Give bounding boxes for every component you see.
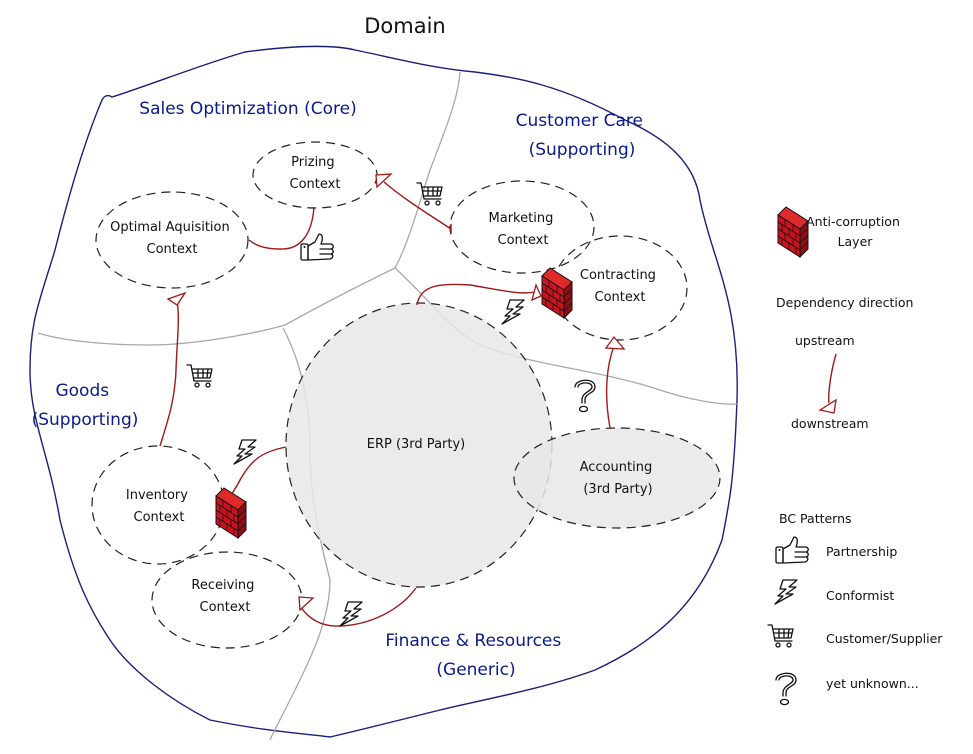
arrowhead-contracting-acl [531, 283, 542, 302]
context-label-marketing: Marketing Context [489, 211, 558, 248]
context-label-receiving: Receiving Context [191, 578, 258, 615]
legend-pattern-yet-unknown: yet unknown... [826, 676, 919, 691]
context-label-accounting: Accounting (3rd Party) [580, 460, 657, 497]
legend-downstream-label: downstream [791, 416, 869, 431]
legend-upstream-label: upstream [795, 333, 855, 348]
legend: Anti-corruption Layer Dependency directi… [767, 206, 943, 706]
lightning-icon [774, 579, 798, 605]
dependency-accounting-contracting [605, 345, 615, 429]
context-label-contracting: Contracting Context [580, 268, 660, 305]
dependency-erp-contracting [416, 283, 536, 306]
context-contracting[interactable] [552, 235, 688, 341]
context-prizing[interactable] [252, 141, 378, 209]
lightning-icon [233, 439, 257, 465]
lightning-icon [339, 601, 363, 627]
legend-pattern-customer-supplier: Customer/Supplier [826, 631, 943, 646]
subdomain-label-goods: Goods (Supporting) [32, 381, 139, 430]
subdomain-label-finance: Finance & Resources (Generic) [385, 631, 566, 680]
lightning-icon [501, 299, 525, 325]
subdomain-label-sales: Sales Optimization (Core) [139, 99, 356, 119]
context-label-prizing: Prizing Context [290, 155, 341, 192]
anti-corruption-layer-icon [215, 487, 247, 539]
dependency-prizing-optimal-aquisition [248, 206, 315, 250]
legend-pattern-partnership: Partnership [826, 544, 897, 559]
legend-acl-label: Anti-corruption Layer [806, 214, 904, 249]
question-mark-icon [574, 379, 596, 413]
shopping-cart-icon [767, 624, 794, 648]
arrowhead-prizing [375, 173, 393, 189]
legend-arrowhead [818, 398, 837, 414]
legend-patterns-title: BC Patterns [779, 511, 852, 526]
legend-dependency-title: Dependency direction [776, 295, 913, 310]
context-label-optimal-aquisition: Optimal Aquisition Context [110, 220, 234, 257]
thumbs-up-icon [775, 536, 809, 564]
legend-dependency-arrow [828, 353, 837, 404]
arrowhead-receiving [298, 596, 315, 612]
context-label-erp: ERP (3rd Party) [367, 437, 466, 452]
context-marketing[interactable] [449, 180, 595, 274]
subdomain-divider-sales-goods [37, 267, 396, 346]
arrowhead-optimal-aquisition [166, 291, 187, 306]
context-label-inventory: Inventory Context [126, 488, 192, 525]
legend-pattern-conformist: Conformist [826, 588, 894, 603]
arrowhead-contracting [604, 335, 626, 350]
subdomain-label-customer-care: Customer Care (Supporting) [516, 111, 649, 160]
subdomain-divider-sales-customercare [394, 71, 461, 269]
question-mark-icon [775, 672, 797, 706]
context-inventory[interactable] [91, 445, 225, 565]
shopping-cart-icon [186, 364, 213, 388]
domain-boundary [29, 45, 738, 738]
dependency-erp-receiving [299, 587, 417, 627]
shopping-cart-icon [416, 182, 443, 206]
thumbs-up-icon [300, 233, 334, 261]
diagram-title: Domain [364, 14, 446, 38]
anti-corruption-layer-icon [777, 206, 809, 258]
dependency-marketing-prizing [383, 181, 452, 230]
dependency-inventory-optimal-aquisition [159, 298, 179, 447]
context-accounting[interactable] [513, 427, 721, 529]
context-optimal-aquisition[interactable] [95, 191, 249, 289]
